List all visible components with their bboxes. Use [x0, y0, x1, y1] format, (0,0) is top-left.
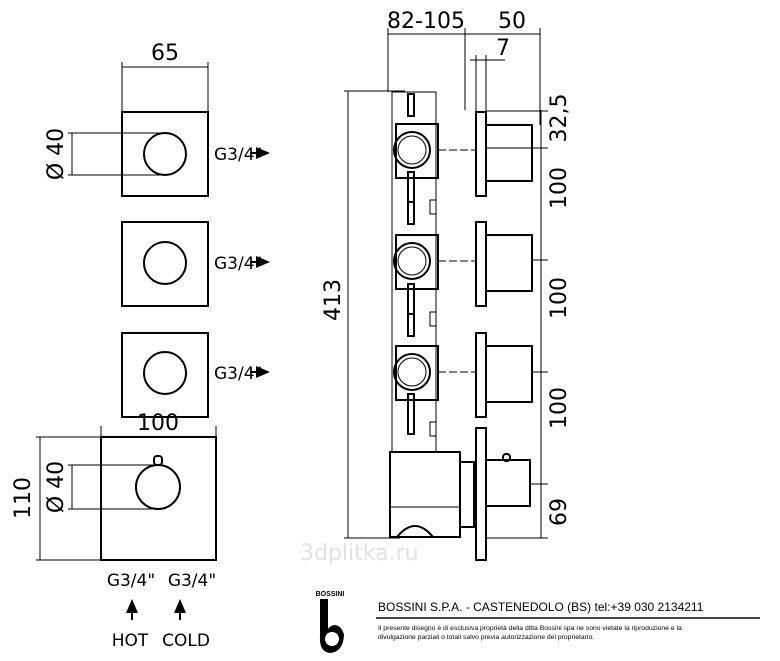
- hot-label: HOT: [112, 631, 149, 651]
- mixer-knob-diameter-label: Ø 40: [44, 461, 69, 513]
- hot-inlet-thread: G3/4": [107, 571, 155, 591]
- spacing-label-5: 69: [547, 498, 572, 526]
- spacing-label-2: 100: [547, 167, 572, 209]
- plate-thickness-label: 7: [496, 36, 510, 61]
- bossini-logo: BOSSINI: [316, 591, 345, 653]
- logo-text: BOSSINI: [316, 591, 345, 598]
- valve-unit-3: [393, 311, 533, 437]
- company-line: BOSSINI S.P.A. - CASTENEDOLO (BS) tel:+3…: [378, 600, 704, 614]
- valve-unit-1: [393, 93, 533, 203]
- handle-depth-label: 50: [498, 9, 526, 34]
- outlet-label-1: G3/4": [214, 145, 262, 165]
- mixer-height-label: 110: [11, 477, 36, 519]
- side-view: 82-105 50 7 413 32,5 100 100 100 69: [321, 9, 572, 561]
- depth-range-label: 82-105: [387, 9, 465, 34]
- disclaimer-line-1: Il presente disegno è di esclusiva propr…: [378, 625, 682, 632]
- outlet-label-3: G3/4": [214, 364, 262, 384]
- outlet-plate-1: 65 Ø 40 G3/4": [44, 41, 270, 197]
- knob-diameter-label: Ø 40: [44, 128, 69, 180]
- footer: BOSSINI BOSSINI S.P.A. - CASTENEDOLO (BS…: [316, 591, 760, 653]
- plate-width-label: 65: [151, 41, 179, 66]
- mixer-width-label: 100: [137, 411, 179, 436]
- spacing-label-4: 100: [547, 387, 572, 429]
- cold-inlet-thread: G3/4": [168, 571, 216, 591]
- outlet-plate-3: G3/4": [121, 332, 270, 418]
- cold-label: COLD: [162, 631, 210, 651]
- thermostat-unit: [389, 427, 531, 561]
- mixer-plate: 100 110 Ø 40 G3/4" G3/4" HOT COLD: [11, 411, 217, 651]
- total-height-label: 413: [321, 279, 346, 321]
- watermark: 3dplitka.ru: [300, 541, 419, 566]
- spacing-label-3: 100: [547, 277, 572, 319]
- outlet-plate-2: G3/4": [121, 221, 270, 307]
- spacing-label-1: 32,5: [547, 94, 572, 143]
- valve-unit-2: [393, 199, 533, 315]
- outlet-label-2: G3/4": [214, 254, 262, 274]
- disclaimer-line-2: divulgazione parziali o totali salvo pre…: [378, 634, 594, 641]
